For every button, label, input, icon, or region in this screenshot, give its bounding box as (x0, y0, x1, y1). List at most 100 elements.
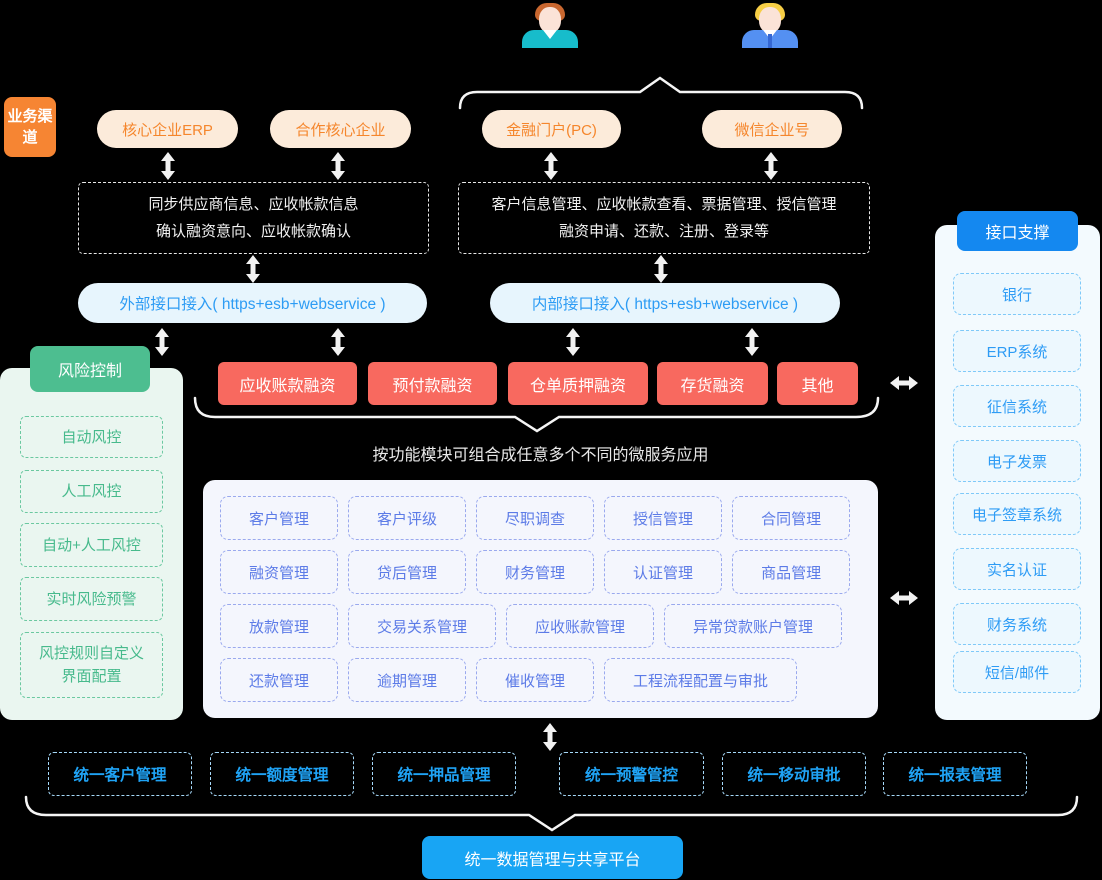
business-channel-text: 业务渠道 (7, 108, 53, 146)
risk-item-label: 实时风险预警 (46, 590, 137, 608)
financing-receivables: 应收账款融资 (218, 362, 357, 405)
micro-label: 还款管理 (249, 672, 310, 690)
micro-row-1: 客户管理 客户评级 尽职调查 授信管理 合同管理 (220, 496, 861, 540)
micro-row-2: 融资管理 贷后管理 财务管理 认证管理 商品管理 (220, 550, 861, 594)
micro-label: 贷后管理 (377, 564, 438, 582)
double-arrow-h-icon (890, 376, 918, 390)
external-interface-label: 外部接口接入( https+esb+webservice ) (119, 296, 386, 313)
micro-label: 放款管理 (249, 618, 310, 636)
channel-partner-core: 合作核心企业 (270, 110, 411, 148)
sync-line1: 同步供应商信息、应收帐款信息 (148, 196, 359, 213)
risk-item-custom-rules: 风控规则自定义界面配置 (20, 632, 163, 698)
body (522, 30, 578, 48)
micro-item-financing-mgmt: 融资管理 (220, 550, 339, 594)
support-item-e-signature: 电子签章系统 (953, 493, 1081, 535)
risk-control-panel (0, 368, 183, 720)
micro-label: 客户评级 (377, 510, 438, 528)
micro-item-post-loan-mgmt: 贷后管理 (348, 550, 467, 594)
portal-line2: 融资申请、还款、注册、登录等 (558, 223, 769, 240)
micro-label: 催收管理 (505, 672, 566, 690)
micro-item-auth-mgmt: 认证管理 (604, 550, 723, 594)
micro-item-credit-mgmt: 授信管理 (604, 496, 723, 540)
micro-item-collection-mgmt: 催收管理 (476, 658, 595, 702)
support-item-credit-system: 征信系统 (953, 385, 1081, 427)
internal-interface-box: 内部接口接入( https+esb+webservice ) (490, 283, 840, 323)
unified-label: 统一预警管控 (584, 767, 678, 784)
micro-item-due-diligence: 尽职调查 (476, 496, 595, 540)
micro-label: 应收账款管理 (535, 618, 626, 636)
channel-label: 金融门户(PC) (506, 121, 597, 139)
micro-item-disbursement-mgmt: 放款管理 (220, 604, 339, 648)
unified-label: 统一移动审批 (747, 767, 841, 784)
micro-item-trade-relation-mgmt: 交易关系管理 (348, 604, 497, 648)
collar (543, 30, 557, 39)
micro-item-customer-rating: 客户评级 (348, 496, 467, 540)
support-item-erp-system: ERP系统 (953, 330, 1081, 372)
micro-label: 尽职调查 (505, 510, 566, 528)
financing-warehouse-pledge: 仓单质押融资 (508, 362, 648, 405)
business-user-icon (742, 3, 798, 48)
channel-core-erp: 核心企业ERP (97, 110, 238, 148)
external-interface-box: 外部接口接入( https+esb+webservice ) (78, 283, 427, 323)
support-label: 征信系统 (986, 398, 1047, 416)
channel-finance-portal: 金融门户(PC) (482, 110, 621, 148)
channel-label: 核心企业ERP (122, 121, 213, 139)
risk-item-auto: 自动风控 (20, 416, 163, 458)
channel-label: 合作核心企业 (295, 121, 386, 139)
micro-label: 财务管理 (505, 564, 566, 582)
support-item-finance-system: 财务系统 (953, 603, 1081, 645)
risk-item-label: 自动+人工风控 (42, 536, 141, 554)
double-arrow-v-icon (330, 328, 346, 356)
risk-control-title: 风险控制 (57, 363, 122, 380)
portal-functions-box: 客户信息管理、应收帐款查看、票据管理、授信管理 融资申请、还款、注册、登录等 (458, 182, 870, 254)
risk-item-label: 风控规则自定义界面配置 (38, 645, 144, 685)
portal-line1: 客户信息管理、应收帐款查看、票据管理、授信管理 (491, 196, 837, 213)
support-label: ERP系统 (986, 343, 1048, 361)
interface-support-title: 接口支撑 (985, 225, 1050, 242)
financing-inventory: 存货融资 (657, 362, 768, 405)
micro-row-4: 还款管理 逾期管理 催收管理 工程流程配置与审批 (220, 658, 861, 702)
support-label: 短信/邮件 (984, 664, 1050, 682)
risk-item-label: 人工风控 (61, 483, 122, 500)
microservices-caption: 按功能模块可组合成任意多个不同的微服务应用 (372, 447, 709, 464)
micro-label: 交易关系管理 (377, 618, 468, 636)
micro-label: 融资管理 (249, 564, 310, 582)
double-arrow-v-icon (543, 152, 559, 180)
risk-item-realtime-warning: 实时风险预警 (20, 577, 163, 621)
support-label: 实名认证 (986, 561, 1047, 579)
micro-label: 授信管理 (633, 510, 694, 528)
support-item-e-invoice: 电子发票 (953, 440, 1081, 482)
micro-label: 异常贷款账户管理 (693, 618, 814, 636)
bottom-brace (24, 795, 1079, 832)
financing-prepayment: 预付款融资 (368, 362, 497, 405)
platform-button: 统一数据管理与共享平台 (422, 836, 683, 879)
micro-item-abnormal-loan-account-mgmt: 异常贷款账户管理 (664, 604, 843, 648)
risk-item-label: 自动风控 (61, 428, 122, 446)
double-arrow-v-icon (245, 255, 261, 283)
unified-quota-mgmt: 统一额度管理 (210, 752, 354, 796)
micro-label: 认证管理 (633, 564, 694, 582)
financing-label: 存货融资 (680, 377, 745, 395)
channel-label: 微信企业号 (734, 121, 810, 139)
supplier-user-icon (522, 3, 578, 48)
support-label: 财务系统 (986, 616, 1047, 634)
micro-row-3: 放款管理 交易关系管理 应收账款管理 异常贷款账户管理 (220, 604, 861, 648)
support-item-bank: 银行 (953, 273, 1081, 315)
unified-label: 统一押品管理 (397, 767, 491, 784)
double-arrow-v-icon (744, 328, 760, 356)
micro-label: 合同管理 (761, 510, 822, 528)
financing-brace (193, 396, 880, 433)
financing-other: 其他 (777, 362, 858, 405)
unified-label: 统一报表管理 (908, 767, 1002, 784)
risk-item-manual: 人工风控 (20, 470, 163, 513)
micro-item-repayment-mgmt: 还款管理 (220, 658, 339, 702)
support-item-real-name-auth: 实名认证 (953, 548, 1081, 590)
unified-label: 统一额度管理 (235, 767, 329, 784)
micro-item-workflow-config-approval: 工程流程配置与审批 (604, 658, 798, 702)
risk-control-header: 风险控制 (30, 346, 150, 392)
unified-label: 统一客户管理 (73, 767, 167, 784)
internal-interface-label: 内部接口接入( https+esb+webservice ) (531, 296, 799, 313)
financing-label: 应收账款融资 (239, 377, 336, 395)
erp-sync-box: 同步供应商信息、应收帐款信息 确认融资意向、应收帐款确认 (78, 182, 429, 254)
